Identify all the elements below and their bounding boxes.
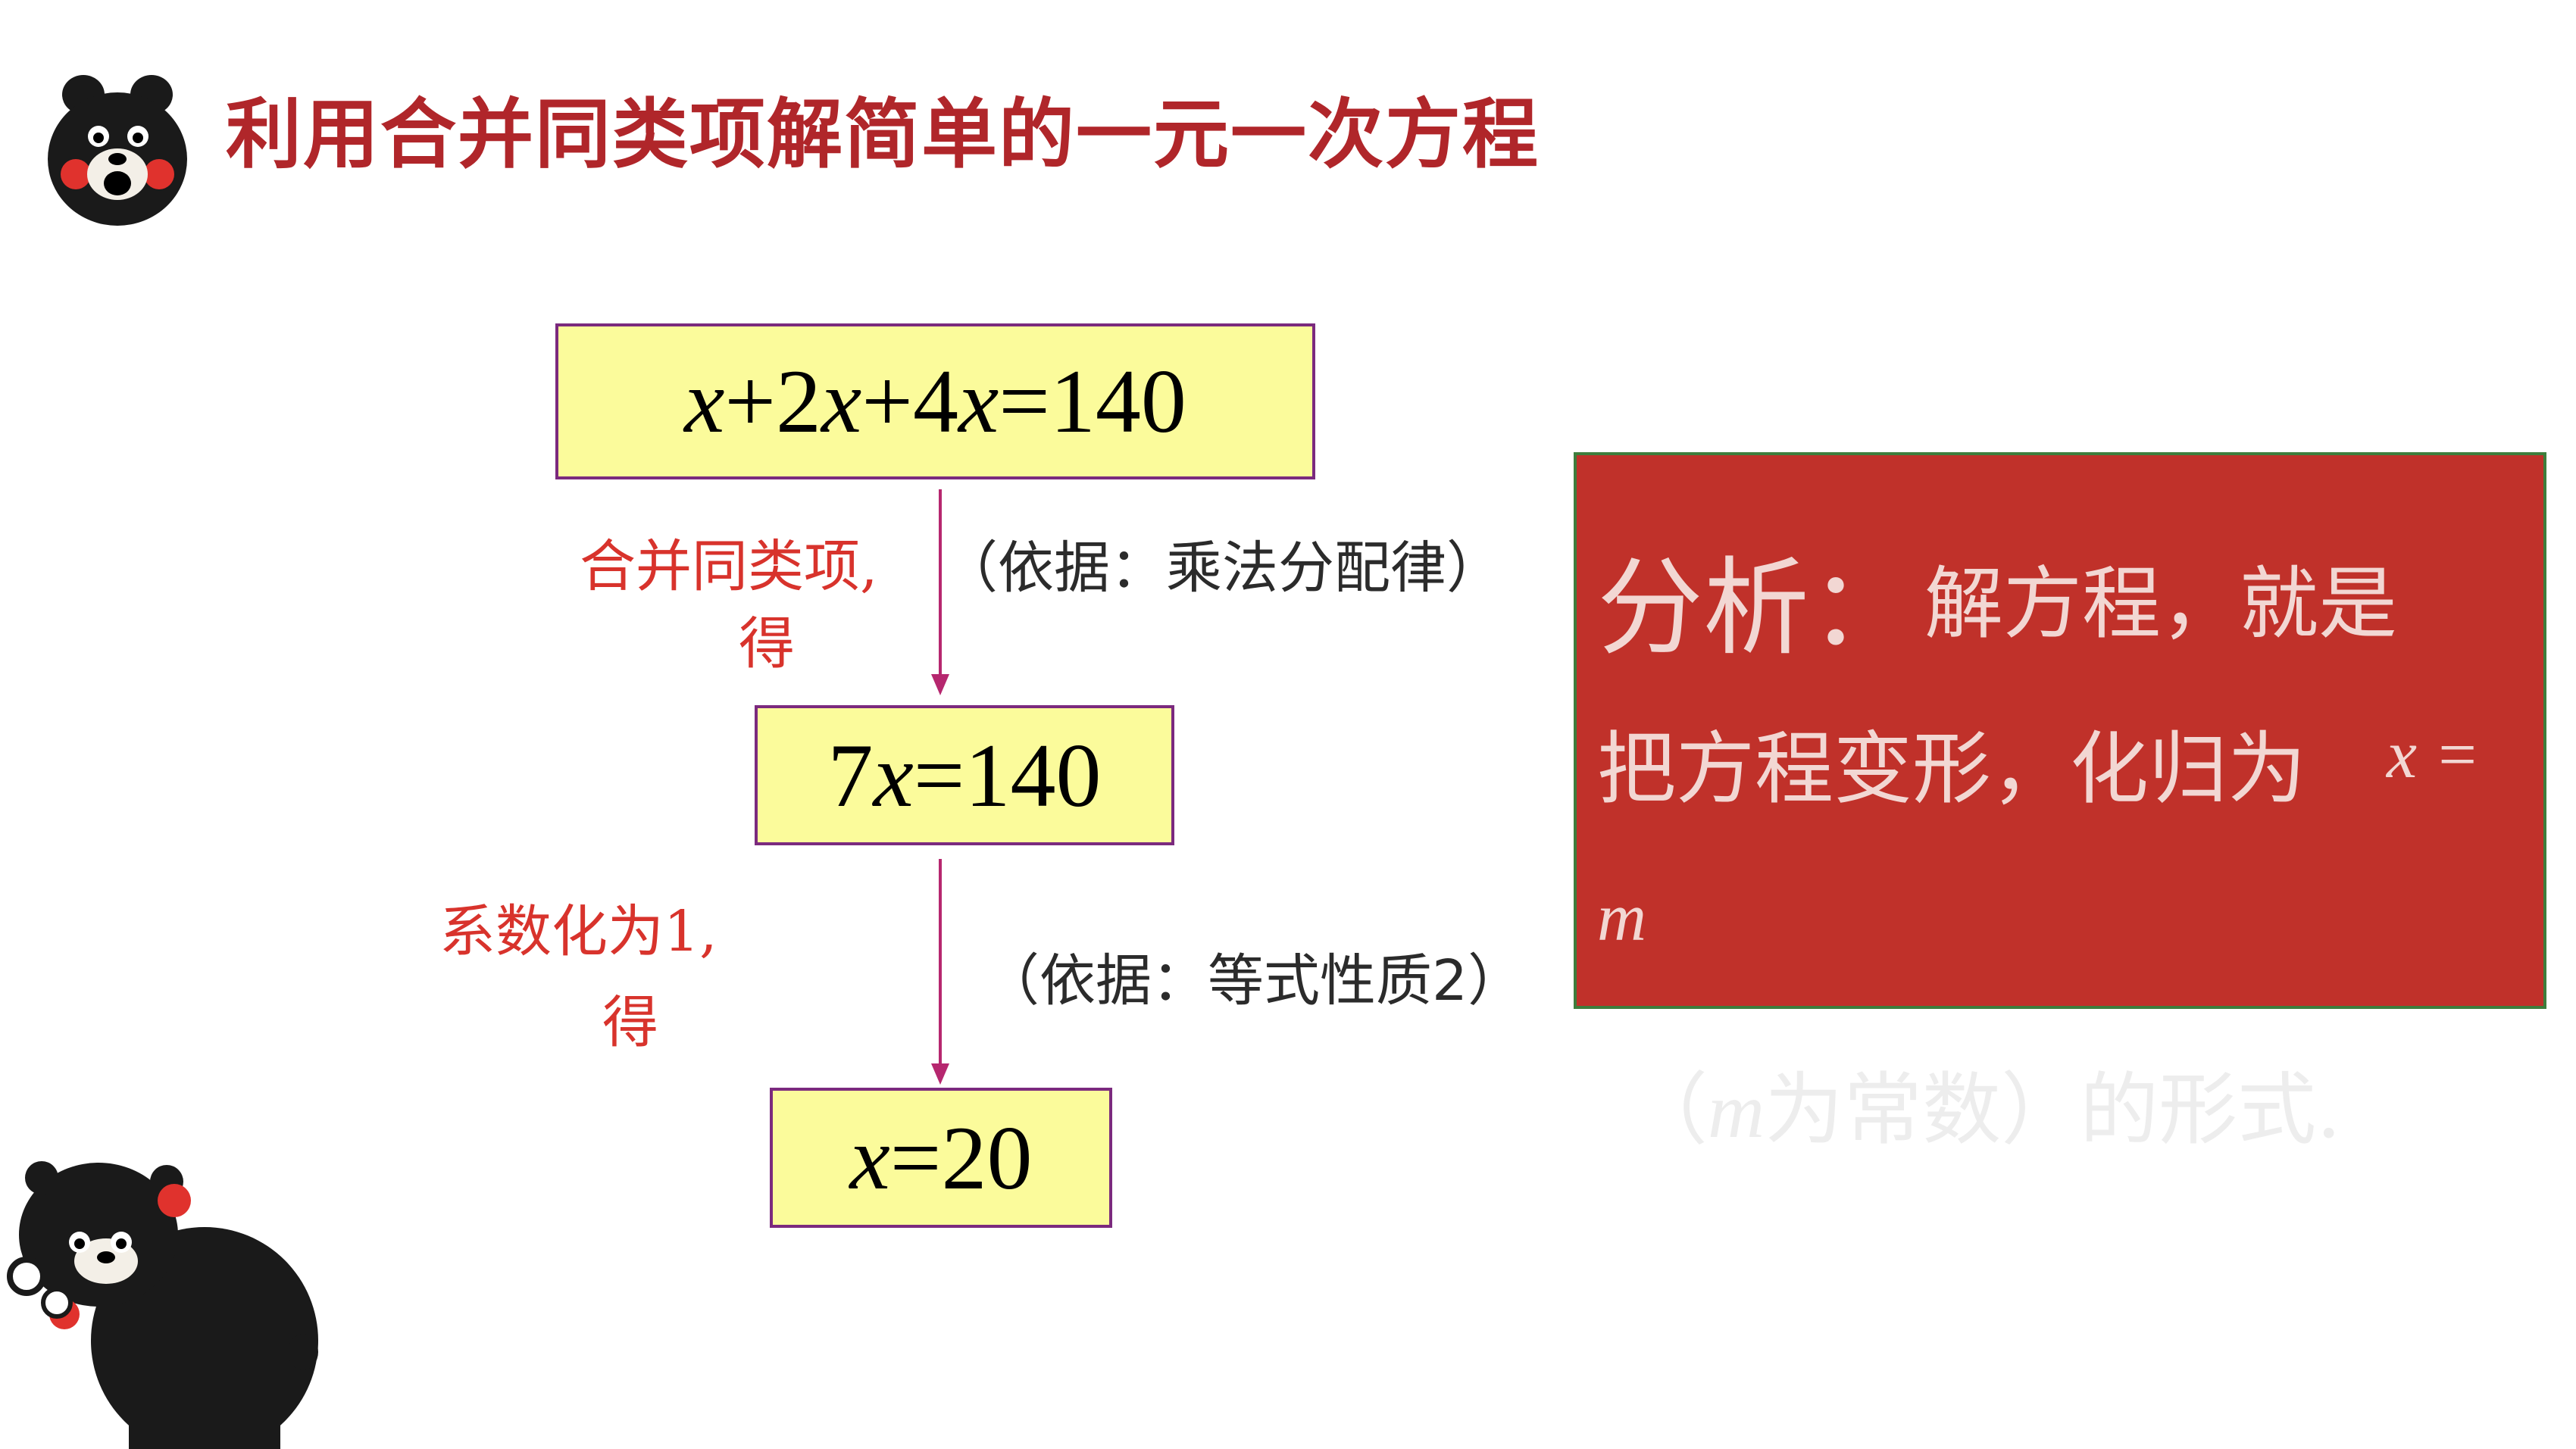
term: +4 — [861, 351, 958, 451]
var-x: x — [821, 351, 862, 451]
arrow-line — [939, 489, 942, 680]
equation-box-2: 7 x =140 — [755, 705, 1174, 845]
term: =20 — [889, 1107, 1033, 1208]
var-x: x — [873, 724, 914, 826]
arrow-down-icon — [931, 674, 949, 695]
term: =140 — [999, 351, 1186, 451]
analysis-heading: 分析： — [1597, 547, 1916, 670]
analysis-variable-expr: x = — [2387, 717, 2481, 792]
analysis-box — [1574, 452, 2546, 1009]
step-2-label: 系数化为1, — [439, 899, 717, 964]
var-x: x — [684, 351, 725, 451]
page-title: 利用合并同类项解简单的一元一次方程 — [226, 90, 1540, 179]
var-x: x — [849, 1107, 890, 1208]
step-2-reason: （依据：等式性质2） — [983, 948, 1524, 1013]
equation-box-3: x =20 — [770, 1088, 1112, 1228]
faded-rest: 为常数）的形式. — [1765, 1063, 2342, 1156]
analysis-line-2: 把方程变形，化归为 — [1597, 723, 2307, 815]
analysis-line-1: 解方程，就是 — [1924, 557, 2398, 650]
analysis-m: m — [1597, 880, 1646, 955]
equation-box-1: x +2 x +4 x =140 — [555, 323, 1315, 479]
step-2-label-cont: 得 — [602, 990, 658, 1055]
term: 7 — [827, 724, 874, 826]
term: +2 — [724, 351, 822, 451]
arrow-line — [939, 859, 942, 1070]
faded-m: m — [1708, 1067, 1765, 1154]
step-1-label-cont: 得 — [739, 611, 795, 676]
faded-open: （ — [1629, 1063, 1708, 1156]
step-1-label: 合并同类项, — [580, 534, 878, 599]
bear-mascot-icon — [7, 1161, 318, 1449]
step-1-reason: （依据：乘法分配律） — [942, 536, 1502, 601]
analysis-faded-text: （m为常数）的形式. — [1629, 1045, 2341, 1160]
arrow-down-icon — [931, 1063, 949, 1085]
bear-logo-icon — [48, 75, 187, 226]
term: =140 — [913, 724, 1102, 826]
var-x: x — [958, 351, 999, 451]
